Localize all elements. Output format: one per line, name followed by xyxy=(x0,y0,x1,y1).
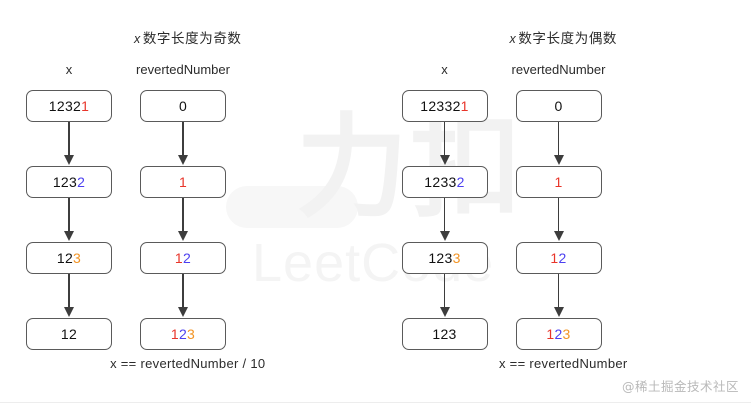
digit-group: 1 xyxy=(174,250,183,266)
panel-title-variable: x xyxy=(133,32,141,46)
digit-group: 0 xyxy=(178,98,188,114)
down-arrow-icon xyxy=(402,198,488,242)
digit-group: 1 xyxy=(81,98,90,114)
panel-footer-equation: x == revertedNumber xyxy=(498,356,628,371)
panel-title-variable: x xyxy=(509,32,517,46)
down-arrow-icon xyxy=(140,122,226,166)
down-arrow-icon xyxy=(140,274,226,318)
arrow-shaft xyxy=(557,198,560,234)
digit-group: 1 xyxy=(550,250,559,266)
column-header-x: x xyxy=(65,62,73,77)
value-box: 1 xyxy=(515,166,602,198)
digit-group: 123 xyxy=(52,174,78,190)
digit-group: 2 xyxy=(456,174,465,190)
arrow-shaft xyxy=(68,122,70,158)
arrow-head xyxy=(439,307,450,317)
digit-group: 2 xyxy=(554,326,563,342)
arrow-shaft xyxy=(68,274,70,310)
arrow-shaft xyxy=(557,122,560,158)
digit-group: 3 xyxy=(73,250,82,266)
digit-group: 2 xyxy=(178,326,188,342)
arrow-shaft xyxy=(182,274,184,310)
arrow-shaft xyxy=(443,274,446,310)
panel-footer-equation: x == revertedNumber / 10 xyxy=(110,356,266,371)
digit-group: 123 xyxy=(428,250,453,266)
value-box: 0 xyxy=(140,90,226,122)
digit-group: 2 xyxy=(183,250,192,266)
corner-watermark: @稀土掘金技术社区 xyxy=(621,379,739,394)
digit-group: 1232 xyxy=(48,98,82,114)
arrow-head xyxy=(439,155,450,165)
panel-title-text: 数字长度为奇数 xyxy=(142,31,242,47)
down-arrow-icon xyxy=(402,274,488,318)
digit-group: 3 xyxy=(187,326,196,342)
column-header-x: x xyxy=(441,62,448,77)
value-box: 123 xyxy=(401,318,488,350)
column-header-reverted-number: revertedNumber xyxy=(136,62,230,77)
arrow-head xyxy=(553,307,564,317)
arrow-shaft xyxy=(443,198,446,234)
arrow-head xyxy=(553,231,564,241)
digit-group: 1 xyxy=(460,98,469,114)
down-arrow-icon xyxy=(26,274,112,318)
panel-title-text: 数字长度为偶数 xyxy=(518,31,618,47)
digit-group: 1233 xyxy=(424,174,457,190)
down-arrow-icon xyxy=(140,198,226,242)
value-box: 0 xyxy=(515,90,602,122)
digit-group: 12 xyxy=(56,250,74,266)
digit-group: 12 xyxy=(60,326,78,342)
digit-group: 2 xyxy=(558,250,567,266)
arrow-shaft xyxy=(557,274,560,310)
digit-group: 2 xyxy=(77,174,86,190)
arrow-head xyxy=(439,231,450,241)
digit-group: 123 xyxy=(432,326,457,342)
value-box: 1 xyxy=(140,166,226,198)
digit-group: 3 xyxy=(452,250,461,266)
arrow-head xyxy=(64,155,74,165)
digit-group: 1 xyxy=(554,174,563,190)
down-arrow-icon xyxy=(26,198,112,242)
digit-group: 1 xyxy=(546,326,555,342)
arrow-head xyxy=(178,155,188,165)
arrow-shaft xyxy=(443,122,446,158)
arrow-head xyxy=(553,155,564,165)
digit-group: 12332 xyxy=(420,98,461,114)
arrow-head xyxy=(64,307,74,317)
digit-group: 1 xyxy=(178,174,188,190)
arrow-head xyxy=(64,231,74,241)
down-arrow-icon xyxy=(516,274,602,318)
arrow-head xyxy=(178,231,188,241)
value-box: 12 xyxy=(26,318,112,350)
down-arrow-icon xyxy=(402,122,488,166)
down-arrow-icon xyxy=(516,122,602,166)
digit-group: 1 xyxy=(170,326,179,342)
digit-group: 0 xyxy=(554,98,563,114)
arrow-shaft xyxy=(68,198,70,234)
down-arrow-icon xyxy=(516,198,602,242)
arrow-shaft xyxy=(182,122,184,158)
digit-group: 3 xyxy=(562,326,571,342)
column-header-reverted-number: revertedNumber xyxy=(511,62,606,77)
down-arrow-icon xyxy=(26,122,112,166)
arrow-head xyxy=(178,307,188,317)
arrow-shaft xyxy=(182,198,184,234)
